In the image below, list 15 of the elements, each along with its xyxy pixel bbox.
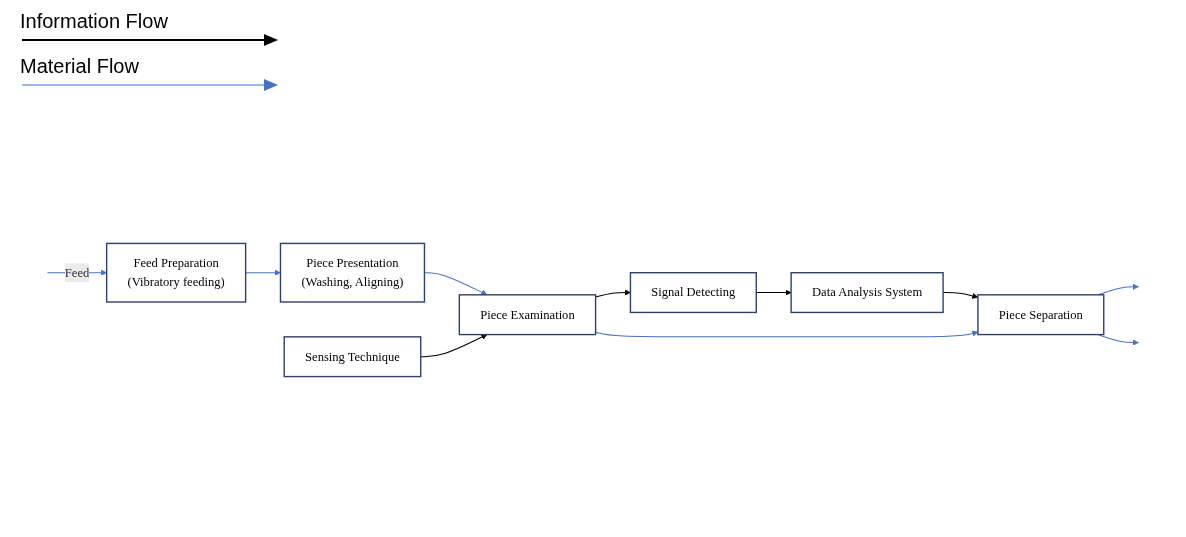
legend-text: Material Flow: [20, 55, 140, 78]
node-box: Piece Separation: [977, 294, 1105, 336]
edge-label: Feed: [64, 265, 90, 280]
node-box: Feed Preparation (Vibratory feeding): [105, 242, 247, 303]
arrow: [595, 330, 979, 338]
node-box: Data Analysis System: [790, 272, 944, 314]
node-box: Sensing Technique: [283, 336, 422, 378]
node-box: Signal Detecting: [629, 272, 757, 314]
arrow: [1097, 334, 1139, 346]
arrow: [245, 269, 281, 276]
arrow: [420, 334, 488, 358]
node-box: Piece Examination: [458, 294, 597, 336]
legend-text: Information Flow: [20, 10, 169, 33]
arrow: [595, 289, 631, 298]
node-box: Piece Presentation (Washing, Aligning): [279, 242, 426, 303]
